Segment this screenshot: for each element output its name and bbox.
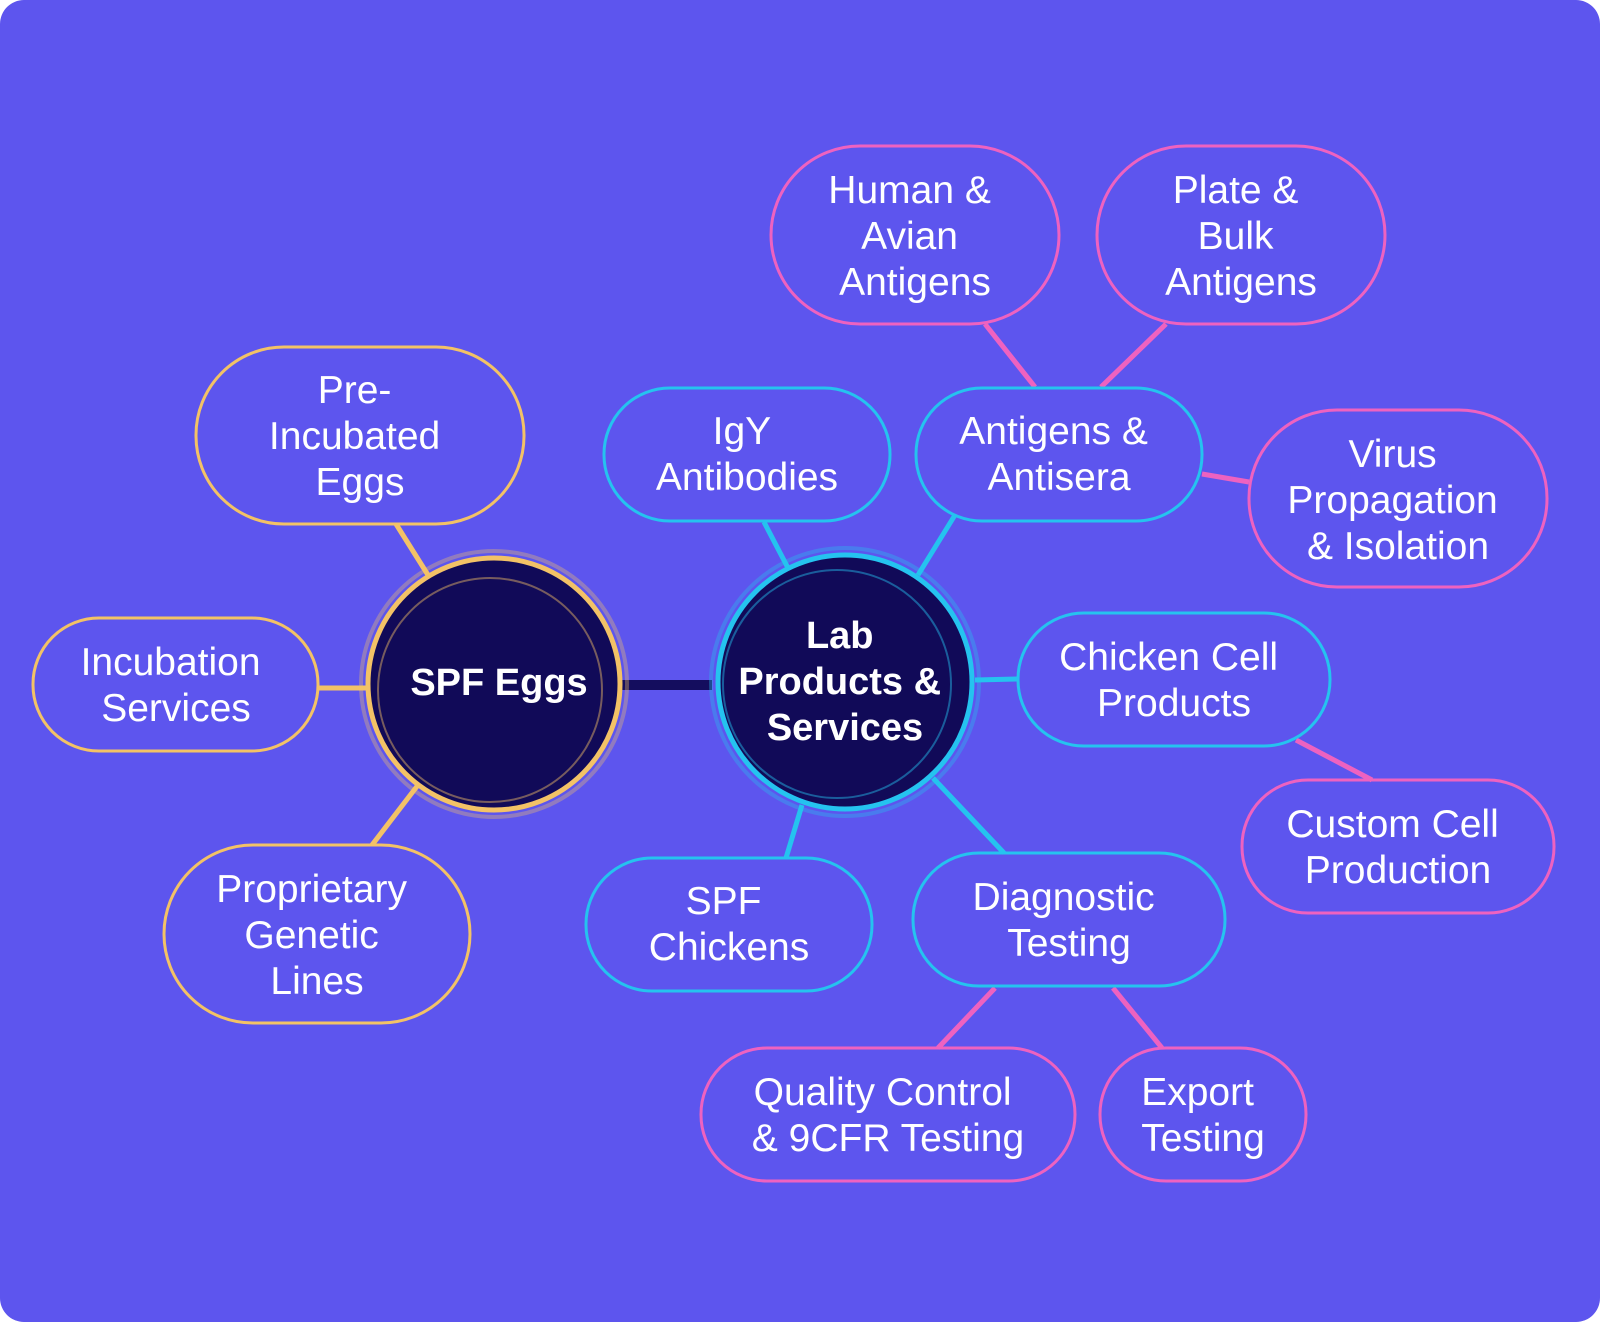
node-chicken-cell-products-line-2: Products (1097, 682, 1251, 725)
connectors (318, 322, 1374, 1050)
node-pre-incubated-eggs-line-2: Incubated (269, 415, 440, 458)
node-human-avian-antigens-line-2: Avian (861, 215, 958, 258)
svg-text:SPF Chickens: SPF Chickens (649, 880, 809, 969)
node-quality-control-line-2: & 9CFR Testing (752, 1117, 1024, 1160)
svg-text:Pre- Incubated Egg: Pre- Incubated Eggs (269, 369, 451, 504)
node-igy-antibodies-line-1: IgY (713, 410, 772, 453)
connector-chicken-cell (974, 676, 1019, 683)
node-incubation-services: Incubation Services (31, 616, 320, 753)
svg-text:Export Testing: Export Testing (1141, 1071, 1265, 1160)
hub-lab-products: Lab Products & Services (709, 546, 981, 818)
node-proprietary-genetic-lines-line-3: Lines (270, 960, 363, 1003)
node-diagnostic-testing-line-2: Testing (1007, 922, 1131, 965)
svg-text:Quality Control & 9CFR T: Quality Control & 9CFR Testing (752, 1071, 1024, 1160)
node-spf-chickens-line-1: SPF (686, 880, 762, 923)
hub-spf-eggs-line-1: SPF Eggs (410, 662, 587, 704)
connector-custom-cell (1294, 737, 1374, 783)
connector-proprietary (370, 783, 420, 847)
node-igy-antibodies: IgY Antibodies (602, 386, 892, 523)
svg-text:Incubation Services: Incubation Services (81, 641, 272, 730)
node-diagnostic-testing: Diagnostic Testing (911, 851, 1227, 988)
connector-virus (1201, 471, 1250, 485)
node-incubation-services-line-1: Incubation (81, 641, 261, 684)
node-antigens-antisera-line-2: Antisera (987, 456, 1130, 499)
node-export-testing-line-2: Testing (1141, 1117, 1265, 1160)
node-spf-chickens: SPF Chickens (584, 856, 874, 993)
node-human-avian-antigens: Human & Avian Antigens (769, 144, 1061, 326)
svg-text:Virus Propagation: Virus Propagation & Isolation (1287, 433, 1508, 568)
node-incubation-services-line-2: Services (101, 687, 251, 730)
node-chicken-cell-products: Chicken Cell Products (1016, 611, 1332, 748)
hub-spf-eggs: SPF Eggs (359, 549, 629, 819)
svg-text:Human & Avian Anti: Human & Avian Antigens (828, 169, 1001, 304)
node-antigens-antisera-line-1: Antigens & (959, 410, 1148, 453)
node-custom-cell-production-line-2: Production (1305, 849, 1491, 892)
svg-text:Diagnostic Testing: Diagnostic Testing (973, 876, 1166, 965)
node-plate-bulk-antigens-line-3: Antigens (1165, 261, 1317, 304)
node-pre-incubated-eggs-line-3: Eggs (316, 461, 405, 504)
node-quality-control-line-1: Quality Control (754, 1071, 1012, 1114)
node-virus-propagation-line-2: Propagation (1287, 479, 1497, 522)
hub-lab-products-line-1: Lab (806, 615, 874, 657)
connector-spf-chickens (783, 804, 805, 859)
node-proprietary-genetic-lines: Proprietary Genetic Lines (162, 843, 472, 1025)
svg-text:IgY Antibodies: IgY Antibodies (656, 410, 838, 499)
connector-export (1111, 986, 1164, 1050)
node-igy-antibodies-line-2: Antibodies (656, 456, 838, 499)
node-chicken-cell-products-line-1: Chicken Cell (1059, 636, 1278, 679)
node-custom-cell-production: Custom Cell Production (1240, 778, 1556, 915)
hub-spf-eggs-circle (365, 555, 623, 813)
svg-text:Antigens & Antisera: Antigens & Antisera (959, 410, 1158, 499)
hub-lab-products-line-2: Products & (738, 661, 941, 703)
hub-spf-eggs-label: SPF Eggs (410, 662, 587, 704)
hub-lab-products-glow (709, 546, 981, 818)
hub-lab-products-label: Lab Products & Services (738, 615, 951, 749)
svg-text:Plate & Bulk Antig: Plate & Bulk Antigens (1165, 169, 1317, 304)
connector-plate-bulk (1099, 322, 1168, 389)
node-virus-propagation-line-1: Virus (1349, 433, 1437, 476)
hub-spf-eggs-glow (359, 549, 629, 819)
node-export-testing: Export Testing (1098, 1046, 1308, 1183)
hub-spf-eggs-inner-ring (377, 577, 603, 803)
connector-human-avian (983, 322, 1037, 389)
connector-pre-incubated (393, 522, 431, 577)
svg-text:Chicken Cell Products: Chicken Cell Products (1059, 636, 1289, 725)
hub-lab-products-circle (715, 552, 975, 812)
node-export-testing-line-1: Export (1141, 1071, 1254, 1114)
node-proprietary-genetic-lines-line-1: Proprietary (216, 868, 407, 911)
connector-igy (761, 520, 791, 570)
node-pre-incubated-eggs-line-1: Pre- (318, 369, 392, 412)
node-antigens-antisera: Antigens & Antisera (914, 386, 1204, 523)
node-plate-bulk-antigens-line-2: Bulk (1198, 215, 1274, 258)
node-human-avian-antigens-line-3: Antigens (839, 261, 991, 304)
node-diagnostic-testing-line-1: Diagnostic (973, 876, 1155, 919)
node-plate-bulk-antigens: Plate & Bulk Antigens (1095, 144, 1387, 326)
node-plate-bulk-antigens-line-1: Plate & (1173, 169, 1299, 212)
node-custom-cell-production-line-1: Custom Cell (1286, 803, 1498, 846)
node-quality-control: Quality Control & 9CFR Testing (699, 1046, 1077, 1183)
hub-lab-products-line-3: Services (767, 707, 923, 749)
node-human-avian-antigens-line-1: Human & (828, 169, 991, 212)
node-pre-incubated-eggs: Pre- Incubated Eggs (194, 345, 526, 526)
node-virus-propagation-line-3: & Isolation (1307, 525, 1489, 568)
connector-antigens (915, 513, 958, 577)
svg-text:Custom Cell Production: Custom Cell Production (1286, 803, 1509, 892)
connector-diagnostic (931, 776, 1006, 855)
node-proprietary-genetic-lines-line-2: Genetic (244, 914, 378, 957)
node-spf-chickens-line-2: Chickens (649, 926, 809, 969)
node-virus-propagation: Virus Propagation & Isolation (1247, 408, 1549, 589)
svg-text:Proprietary Genetic: Proprietary Genetic Lines (216, 868, 418, 1003)
hub-lab-products-inner-ring (722, 569, 952, 799)
connector-quality-control (936, 986, 997, 1050)
